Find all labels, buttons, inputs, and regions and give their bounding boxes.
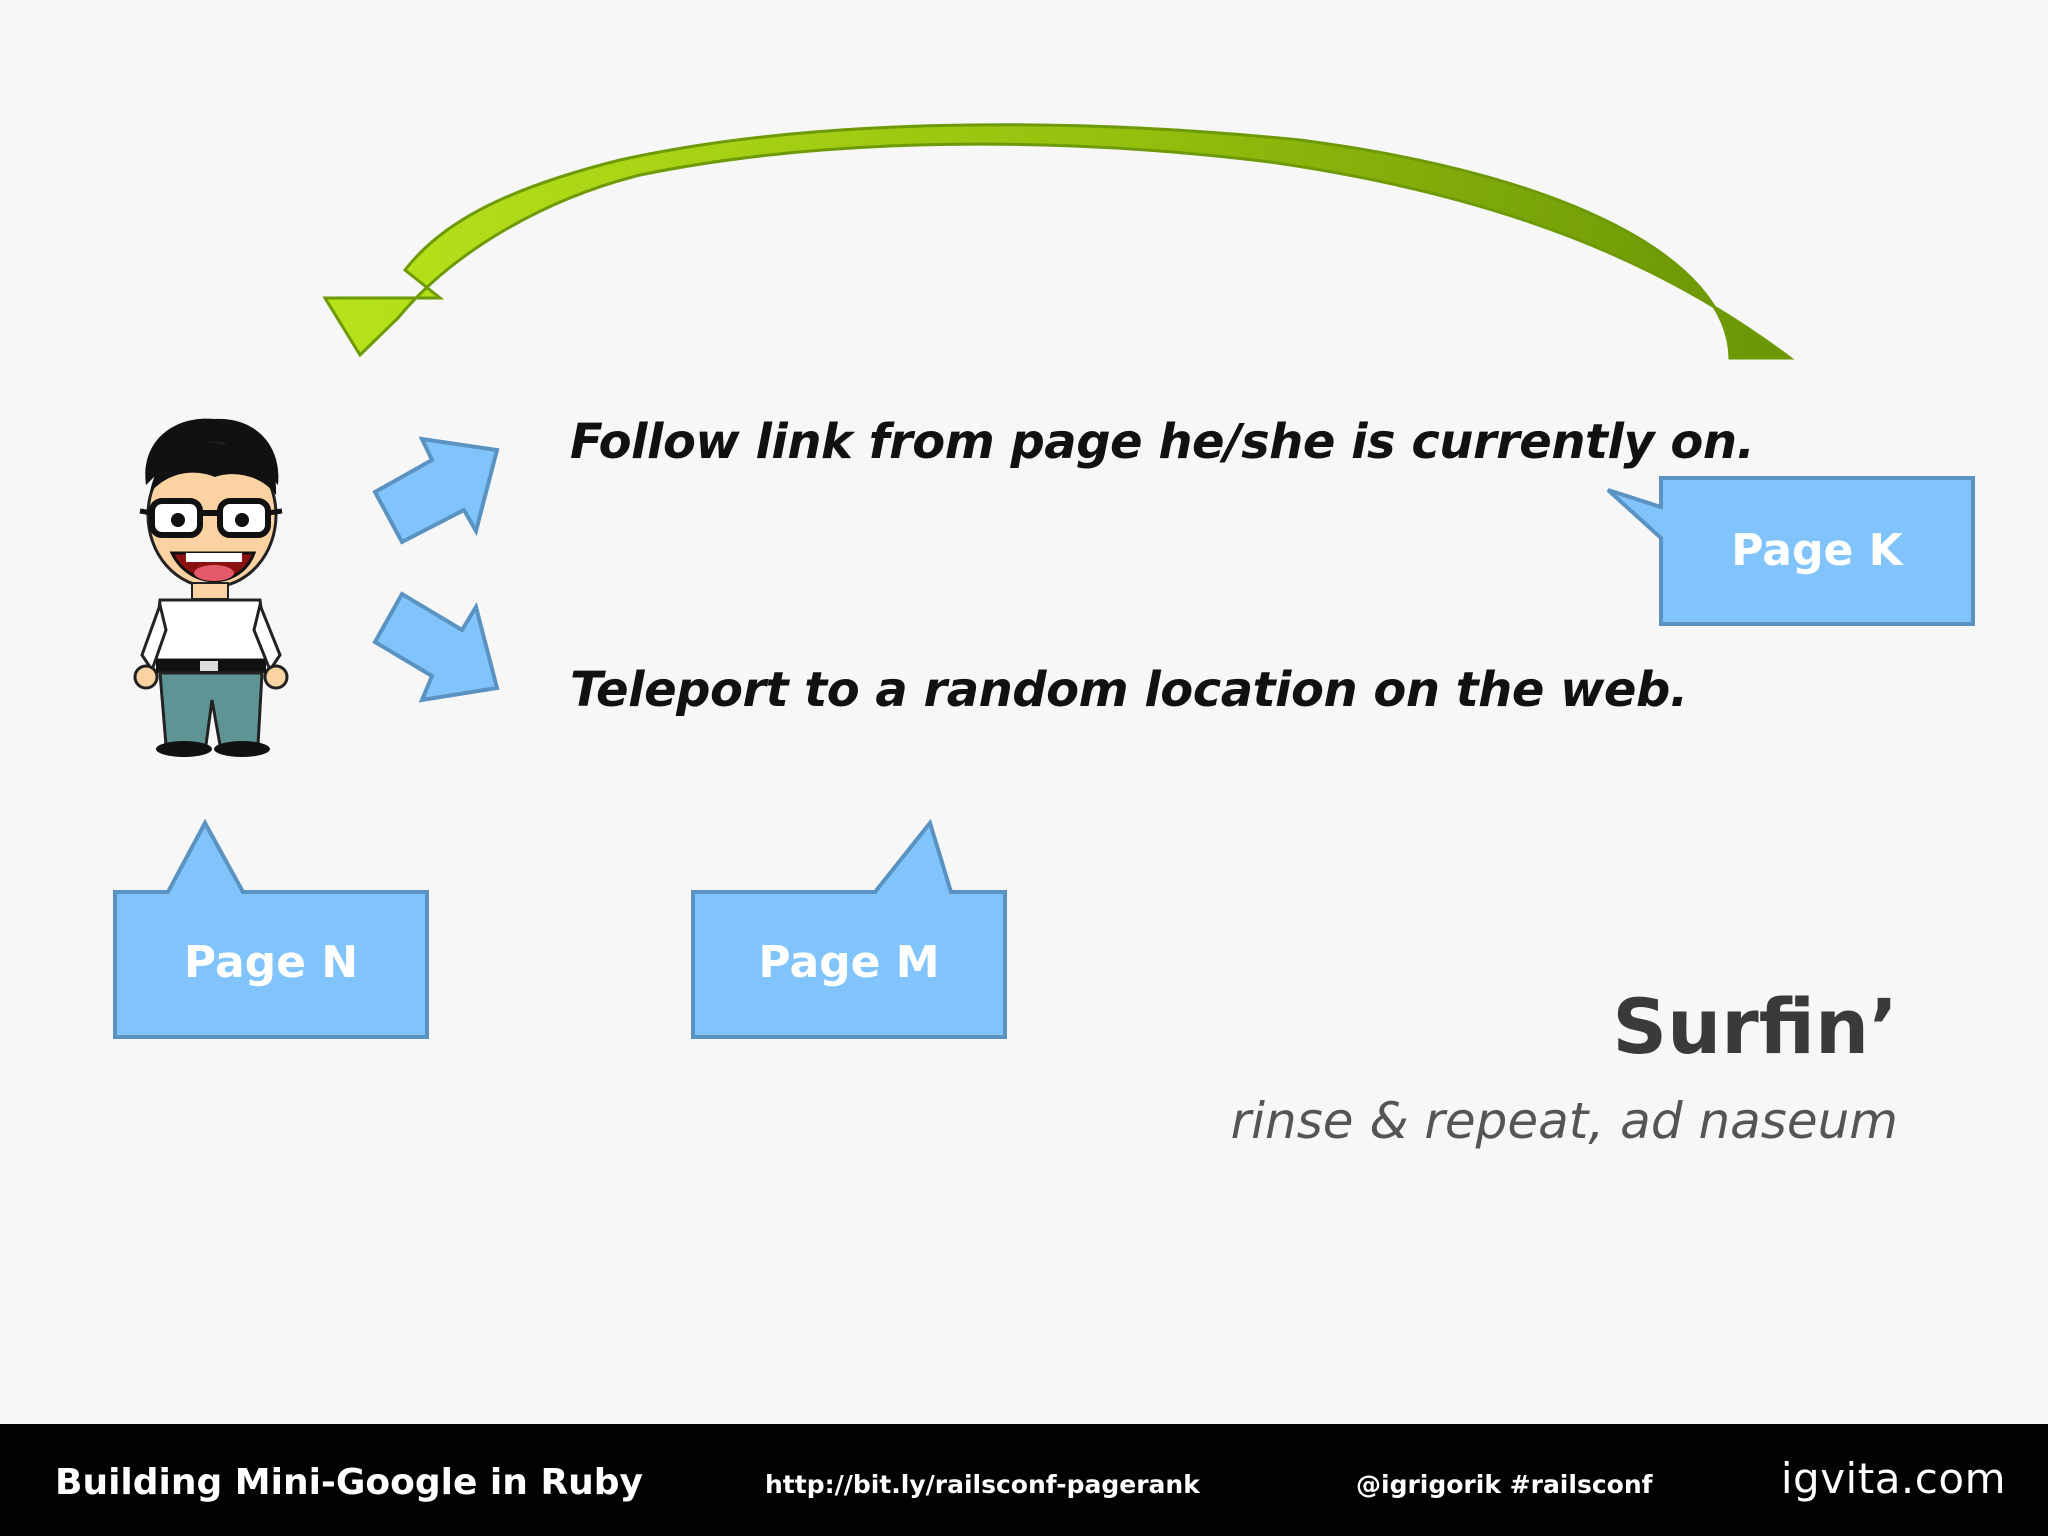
step-teleport: Teleport to a random location on the web… xyxy=(570,662,1688,718)
footer-bar: Building Mini-Google in Ruby http://bit.… xyxy=(0,1424,2048,1536)
arrow-up-right-icon xyxy=(372,436,500,545)
page-n-label: Page N xyxy=(183,937,359,988)
footer-handle: @igrigorik #railsconf xyxy=(1356,1470,1653,1499)
cartoon-surfer-icon xyxy=(133,418,289,757)
callout-page-m-shape xyxy=(691,818,1007,1039)
footer-brand-logo: igvita.com xyxy=(1780,1454,2006,1503)
callout-page-k-shape xyxy=(1606,476,1975,626)
page-m-label: Page M xyxy=(758,937,940,988)
arrow-down-right-icon xyxy=(372,591,500,703)
step-follow-link: Follow link from page he/she is currentl… xyxy=(570,414,1755,470)
callout-page-n-shape xyxy=(113,818,429,1039)
footer-url-link[interactable]: http://bit.ly/railsconf-pagerank xyxy=(765,1470,1200,1499)
slide-subtitle: rinse & repeat, ad naseum xyxy=(1230,1092,1898,1150)
slide-title: Surfin’ xyxy=(1612,982,1898,1071)
page-k-label: Page K xyxy=(1731,525,1903,576)
footer-talk-title: Building Mini-Google in Ruby xyxy=(55,1462,644,1503)
curved-return-arrow-icon xyxy=(322,123,1795,360)
